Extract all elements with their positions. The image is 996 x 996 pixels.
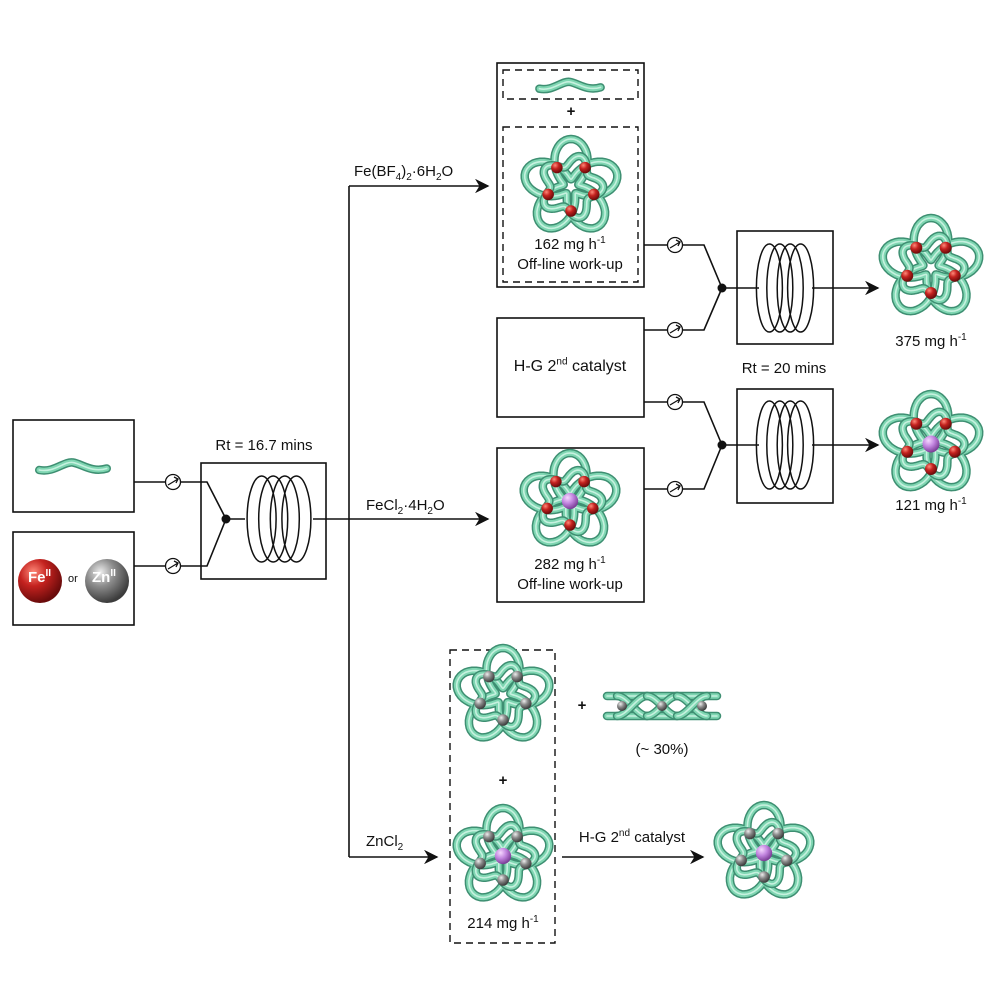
or-label: or bbox=[68, 573, 78, 585]
fe-ion-icon bbox=[550, 475, 562, 488]
pump-icon bbox=[164, 473, 182, 491]
mixer-junction-icon bbox=[717, 283, 727, 293]
zn-ion-icon bbox=[758, 871, 770, 883]
bottom-catalyst-label: H-G 2nd catalyst bbox=[578, 828, 686, 847]
pentafoil-knot-icon bbox=[878, 213, 984, 316]
pentafoil-knot-icon bbox=[520, 134, 622, 233]
top-plus-sign: + bbox=[566, 103, 576, 120]
reagent-bottom-label: ZnCl2 bbox=[366, 833, 404, 853]
zn-ion-icon bbox=[697, 701, 707, 711]
zn-ion-icon bbox=[781, 854, 793, 867]
pump-icon bbox=[666, 393, 684, 411]
middle-workup-label: Off-line work-up bbox=[517, 576, 623, 593]
catalyst-box bbox=[496, 317, 645, 418]
byproduct-fraction-label: (~ 30%) bbox=[635, 741, 689, 758]
mixer-junction-icon bbox=[717, 440, 727, 450]
zn-ion-icon bbox=[520, 857, 532, 870]
fe-ion-icon bbox=[901, 445, 914, 458]
fe-ion-icon bbox=[579, 161, 591, 174]
zn-ion-icon bbox=[735, 854, 747, 867]
catalyst-box-label: H-G 2nd catalyst bbox=[513, 356, 627, 375]
pump-icon bbox=[666, 236, 684, 254]
ligand-dashed-box bbox=[502, 69, 639, 100]
zn-ion-icon bbox=[497, 714, 509, 726]
metal-sphere-icon bbox=[18, 559, 62, 603]
pentafoil-knot-icon bbox=[452, 803, 554, 902]
fe-ion-icon bbox=[542, 188, 554, 201]
pentafoil-knot-icon bbox=[713, 800, 815, 899]
fe-ion-icon bbox=[910, 417, 923, 430]
top-workup-label: Off-line work-up bbox=[517, 256, 623, 273]
top-rate-label: 162 mg h-1 bbox=[534, 235, 606, 254]
zn-sphere-label: ZnII bbox=[92, 568, 116, 587]
zn-ion-icon bbox=[617, 701, 627, 711]
zn-mixture-dashed-box bbox=[449, 649, 556, 944]
bottom-plus-sign-1: + bbox=[577, 697, 587, 714]
fe-ion-icon bbox=[939, 417, 952, 430]
guest-ion-icon bbox=[922, 435, 940, 453]
pump-icon bbox=[164, 557, 182, 575]
reactor-1-residence-time: Rt = 16.7 mins bbox=[215, 437, 313, 454]
zn-ion-icon bbox=[511, 670, 523, 683]
guest-ion-icon bbox=[755, 844, 773, 862]
zn-ion-icon bbox=[483, 830, 495, 843]
pentafoil-knot-icon bbox=[452, 643, 554, 742]
fe-sphere-label: FeII bbox=[28, 568, 52, 587]
zn-ion-icon bbox=[474, 697, 486, 710]
bottom-plus-sign-2: + bbox=[498, 772, 508, 789]
fe-ion-icon bbox=[901, 269, 914, 282]
fe-ion-icon bbox=[588, 188, 600, 201]
mixer-junction-icon bbox=[221, 514, 231, 524]
guest-ion-icon bbox=[494, 847, 512, 865]
pentafoil-knot-icon bbox=[878, 389, 984, 492]
zn-ion-icon bbox=[772, 827, 784, 840]
ligand-input-box bbox=[12, 419, 135, 513]
fe-ion-icon bbox=[541, 502, 553, 515]
pentafoil-knot-icon bbox=[519, 448, 621, 547]
zn-ion-icon bbox=[744, 827, 756, 840]
reactor-2b-box bbox=[736, 388, 834, 504]
fe-ion-icon bbox=[565, 205, 577, 217]
reactor-2-residence-time: Rt = 20 mins bbox=[741, 360, 827, 377]
reagent-top-label: Fe(BF4)2·6H2O bbox=[354, 163, 454, 183]
coil-reactor-icon bbox=[755, 243, 815, 333]
pump-icon bbox=[666, 480, 684, 498]
fe-ion-icon bbox=[564, 519, 576, 531]
fe-ion-icon bbox=[925, 287, 937, 299]
ligand-strand-icon bbox=[535, 77, 605, 94]
fe-ion-icon bbox=[925, 463, 937, 475]
fe-ion-icon bbox=[587, 502, 599, 515]
middle-rate-label: 282 mg h-1 bbox=[534, 555, 606, 574]
fe-ion-icon bbox=[939, 241, 952, 254]
fe-ion-icon bbox=[948, 269, 961, 282]
reactor-1-box bbox=[200, 462, 327, 580]
fe-ion-icon bbox=[578, 475, 590, 488]
fe-ion-icon bbox=[948, 445, 961, 458]
middle-product-box bbox=[496, 447, 645, 603]
guest-ion-icon bbox=[561, 492, 579, 510]
zn-ion-icon bbox=[497, 874, 509, 886]
fe-ion-icon bbox=[910, 241, 923, 254]
ligand-strand-icon bbox=[35, 458, 111, 475]
zn-ion-icon bbox=[657, 701, 667, 711]
helicate-icon bbox=[602, 691, 722, 721]
coil-reactor-icon bbox=[246, 475, 312, 563]
zn-ion-icon bbox=[483, 670, 495, 683]
bottom-rate-label: 214 mg h-1 bbox=[467, 914, 539, 933]
coil-reactor-icon bbox=[755, 400, 815, 490]
zn-ion-icon bbox=[511, 830, 523, 843]
fe-guest-rate-label: 121 mg h-1 bbox=[895, 496, 967, 515]
zn-ion-icon bbox=[520, 697, 532, 710]
fe-ion-icon bbox=[551, 161, 563, 174]
metal-input-box bbox=[12, 531, 135, 626]
reagent-middle-label: FeCl2·4H2O bbox=[366, 497, 445, 517]
fe-knot-rate-label: 375 mg h-1 bbox=[895, 332, 967, 351]
zn-ion-icon bbox=[474, 857, 486, 870]
metal-sphere-icon bbox=[85, 559, 129, 603]
top-product-box bbox=[496, 62, 645, 288]
pump-icon bbox=[666, 321, 684, 339]
